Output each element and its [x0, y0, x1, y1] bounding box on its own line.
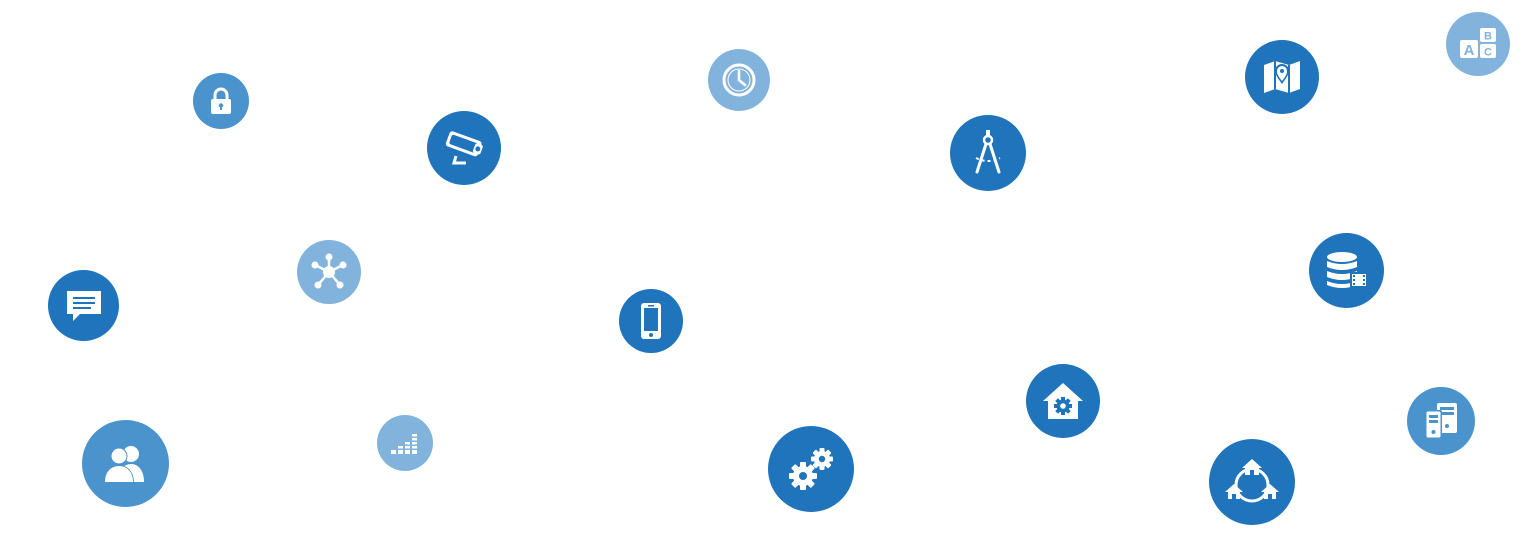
signal-bars-icon — [377, 415, 433, 471]
database-media-icon — [1309, 233, 1384, 308]
clock-icon — [708, 49, 770, 111]
abc-blocks-icon: A B C — [1446, 12, 1510, 76]
drafting-compass-icon — [950, 115, 1026, 191]
abc-letter-b: B — [1484, 31, 1492, 43]
abc-letter-a: A — [1464, 42, 1475, 59]
abc-letter-c: C — [1484, 47, 1492, 59]
chat-bubble-icon — [48, 270, 119, 341]
connected-homes-icon — [1209, 439, 1295, 525]
devices-icon — [1407, 387, 1475, 455]
map-pin-icon — [1245, 40, 1319, 114]
network-hub-icon — [297, 240, 361, 304]
security-camera-icon — [427, 111, 501, 185]
users-icon — [82, 420, 169, 507]
smartphone-icon — [619, 289, 683, 353]
smart-home-icon — [1026, 364, 1100, 438]
lock-icon — [193, 73, 249, 129]
gears-icon — [768, 426, 854, 512]
